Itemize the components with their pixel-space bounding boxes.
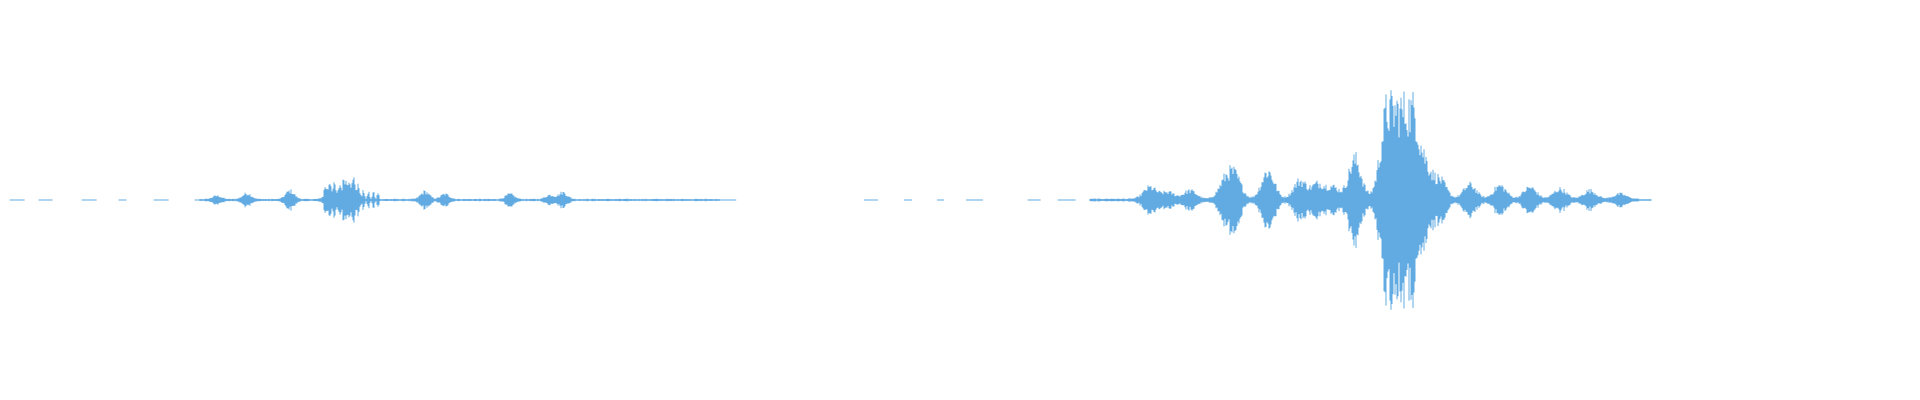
waveform-peaks (9, 90, 1652, 310)
